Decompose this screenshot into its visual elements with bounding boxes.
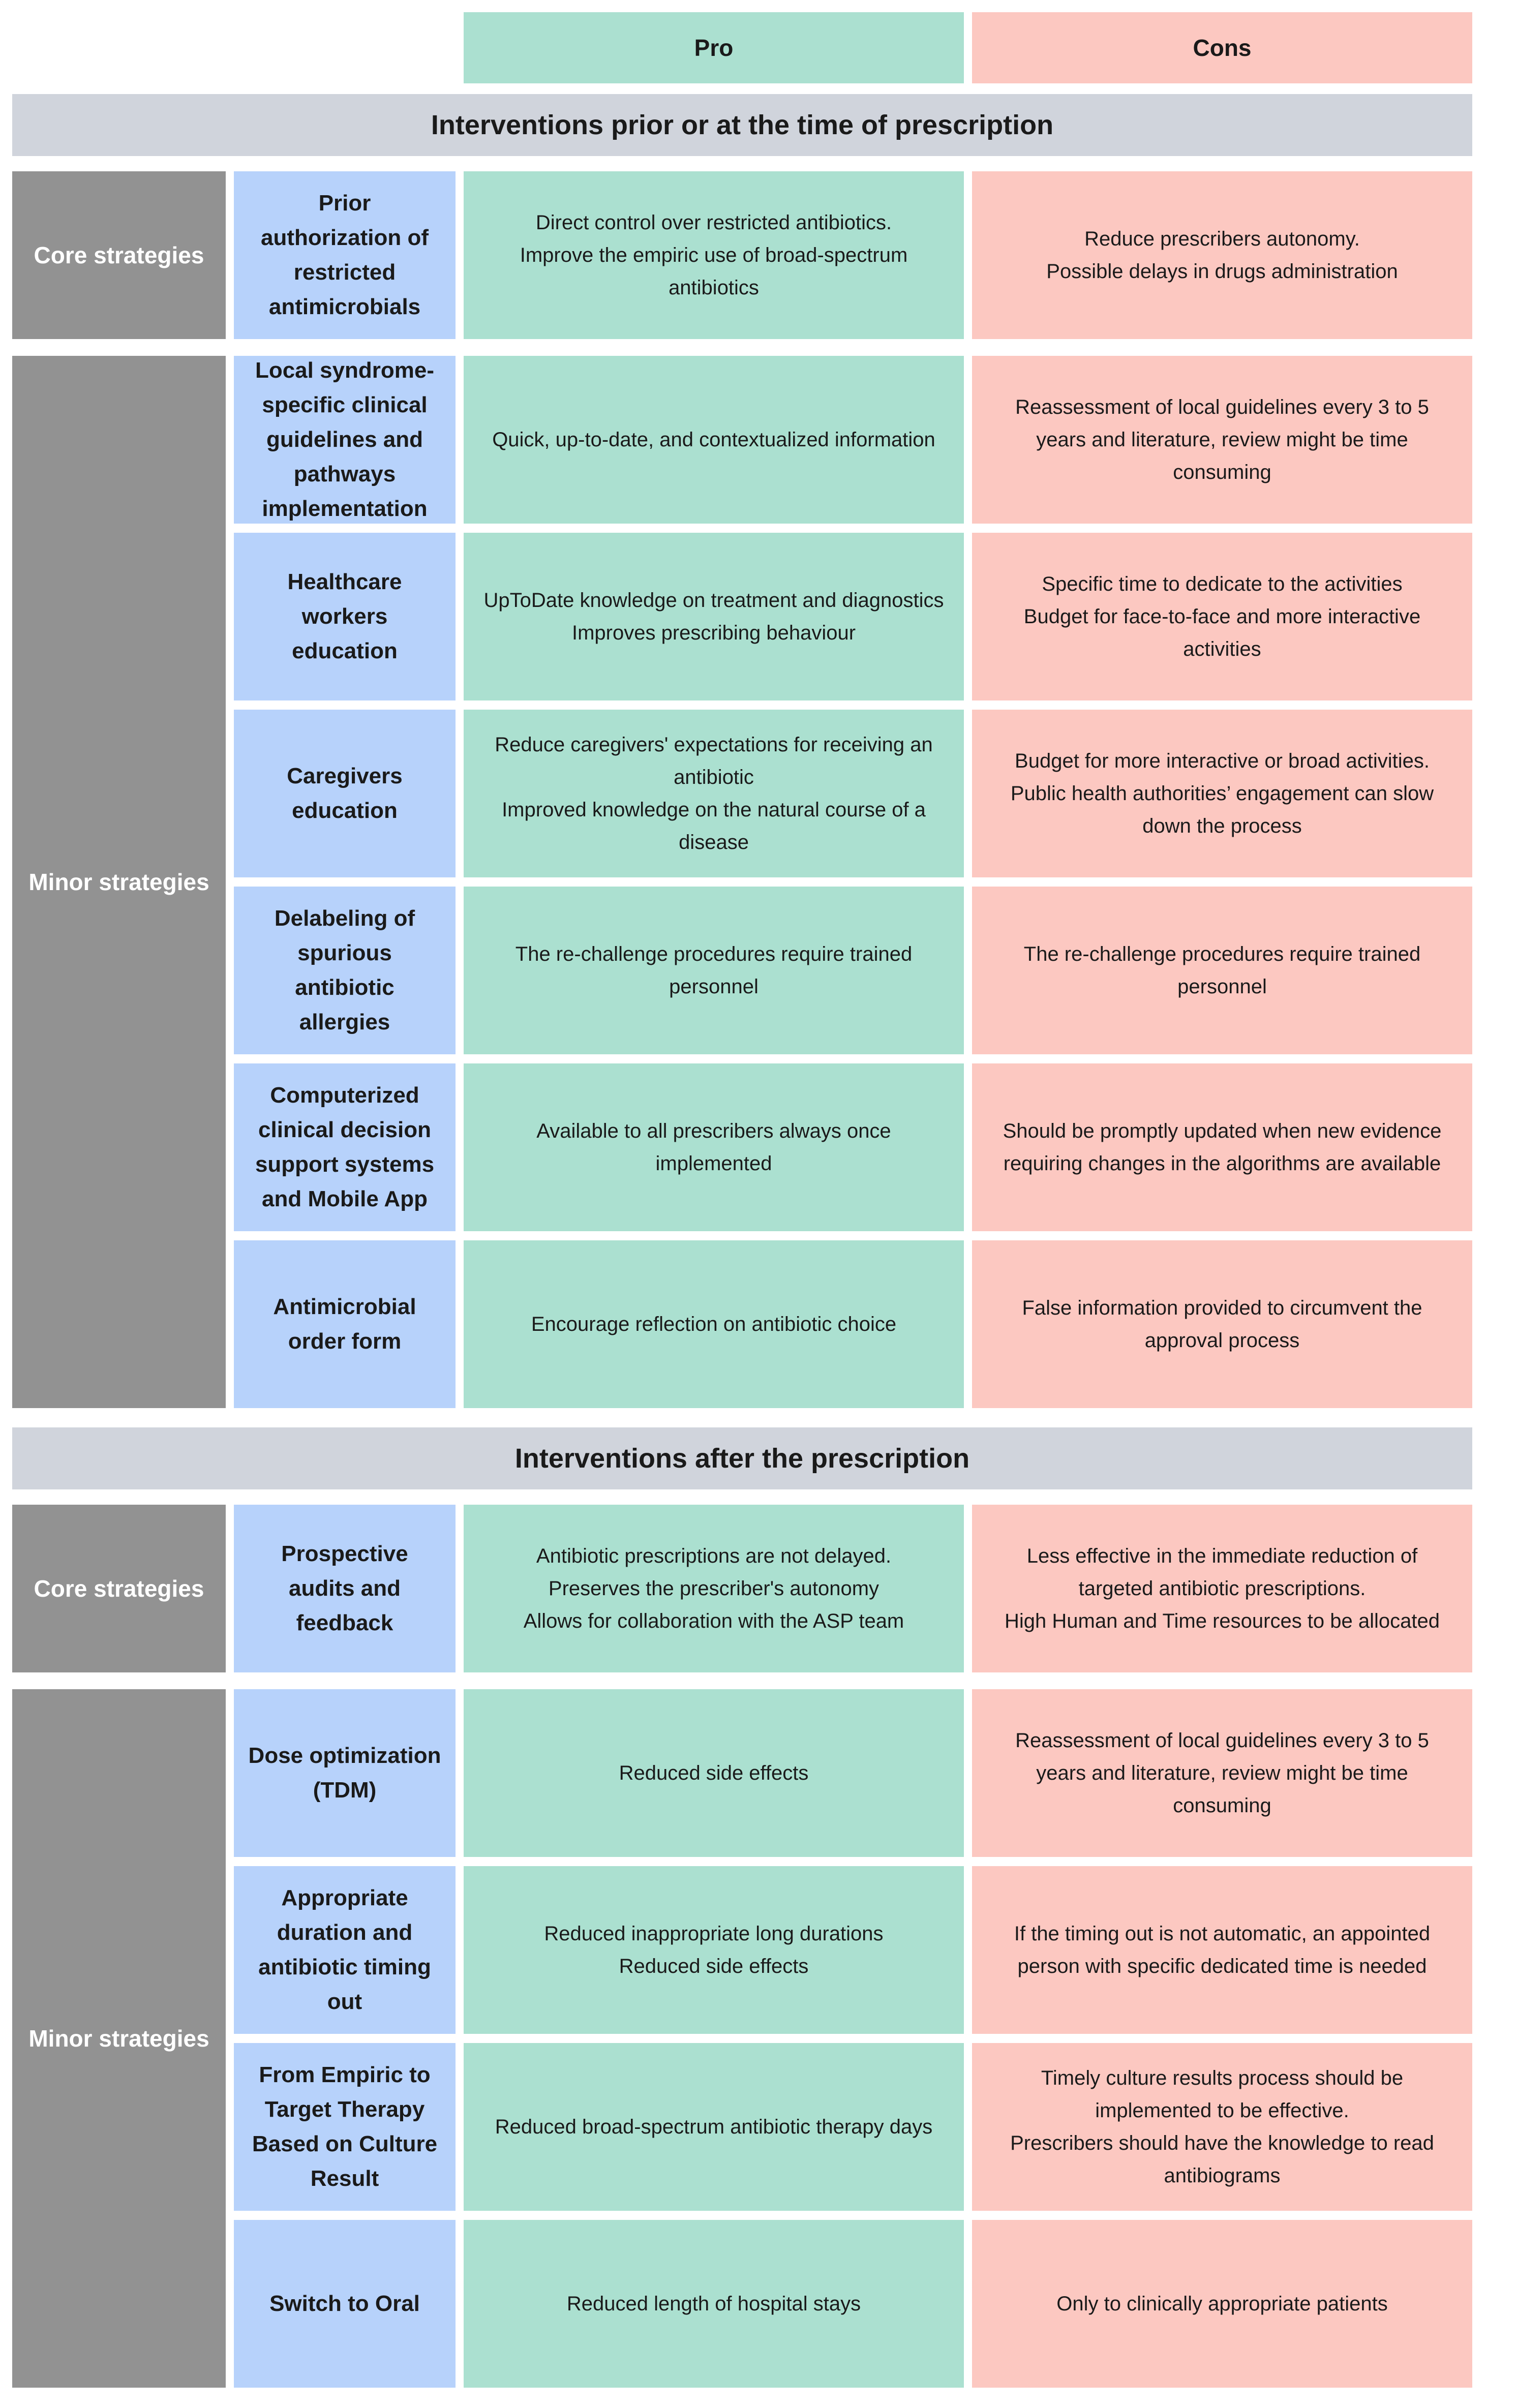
cons-cell: The re-challenge procedures require trai… (972, 887, 1472, 1054)
pro-cell: UpToDate knowledge on treatment and diag… (464, 533, 964, 700)
cons-cell: Reassessment of local guidelines every 3… (972, 356, 1472, 524)
strategy-cell: Dose optimization (TDM) (234, 1689, 456, 1857)
strategy-cell: Prior authorization of restricted antimi… (234, 171, 456, 339)
strategy-cell: Switch to Oral (234, 2220, 456, 2388)
pro-cell: Direct control over restricted antibioti… (464, 171, 964, 339)
section-2-minor-rows: Minor strategies Dose optimization (TDM)… (12, 1689, 1472, 2388)
pro-cell: Reduced length of hospital stays (464, 2220, 964, 2388)
pro-cell: Reduced side effects (464, 1689, 964, 1857)
strategy-cell: Computerized clinical decision support s… (234, 1063, 456, 1231)
section-2-core-row: Core strategies Prospective audits and f… (12, 1505, 1472, 1672)
strategy-cell: Caregivers education (234, 710, 456, 877)
column-header-row: Pro Cons (12, 12, 1472, 83)
pro-cell: Available to all prescribers always once… (464, 1063, 964, 1231)
core-strategies-cell: Core strategies (12, 1505, 226, 1672)
pro-cell: Quick, up-to-date, and contextualized in… (464, 356, 964, 524)
cons-cell: Specific time to dedicate to the activit… (972, 533, 1472, 700)
cons-cell: Less effective in the immediate reductio… (972, 1505, 1472, 1672)
cons-cell: If the timing out is not automatic, an a… (972, 1866, 1472, 2034)
core-strategies-cell: Core strategies (12, 171, 226, 339)
pro-cell: The re-challenge procedures require trai… (464, 887, 964, 1054)
cons-cell: False information provided to circumvent… (972, 1240, 1472, 1408)
strategy-cell: Appropriate duration and antibiotic timi… (234, 1866, 456, 2034)
pro-cell: Antibiotic prescriptions are not delayed… (464, 1505, 964, 1672)
cons-cell: Reduce prescribers autonomy. Possible de… (972, 171, 1472, 339)
minor-strategies-cell: Minor strategies (12, 356, 226, 1408)
strategy-cell: Antimicrobial order form (234, 1240, 456, 1408)
cons-cell: Reassessment of local guidelines every 3… (972, 1689, 1472, 1857)
cons-cell: Should be promptly updated when new evid… (972, 1063, 1472, 1231)
pro-cons-table: Pro Cons Interventions prior or at the t… (12, 12, 1472, 2388)
section-2-title: Interventions after the prescription (12, 1427, 1472, 1489)
strategy-cell: Prospective audits and feedback (234, 1505, 456, 1672)
pro-cell: Reduce caregivers' expectations for rece… (464, 710, 964, 877)
cons-column-header: Cons (972, 12, 1472, 83)
strategy-cell: Local syndrome-specific clinical guideli… (234, 356, 456, 524)
pro-cell: Reduced inappropriate long durations Red… (464, 1866, 964, 2034)
strategy-cell: Delabeling of spurious antibiotic allerg… (234, 887, 456, 1054)
section-1-core-row: Core strategies Prior authorization of r… (12, 171, 1472, 339)
strategy-cell: From Empiric to Target Therapy Based on … (234, 2043, 456, 2211)
pro-column-header: Pro (464, 12, 964, 83)
section-1-minor-rows: Minor strategies Local syndrome-specific… (12, 356, 1472, 1408)
strategy-cell: Healthcare workers education (234, 533, 456, 700)
section-1-title: Interventions prior or at the time of pr… (12, 94, 1472, 156)
cons-cell: Budget for more interactive or broad act… (972, 710, 1472, 877)
cons-cell: Only to clinically appropriate patients (972, 2220, 1472, 2388)
cons-cell: Timely culture results process should be… (972, 2043, 1472, 2211)
pro-cell: Reduced broad-spectrum antibiotic therap… (464, 2043, 964, 2211)
minor-strategies-cell: Minor strategies (12, 1689, 226, 2388)
pro-cell: Encourage reflection on antibiotic choic… (464, 1240, 964, 1408)
